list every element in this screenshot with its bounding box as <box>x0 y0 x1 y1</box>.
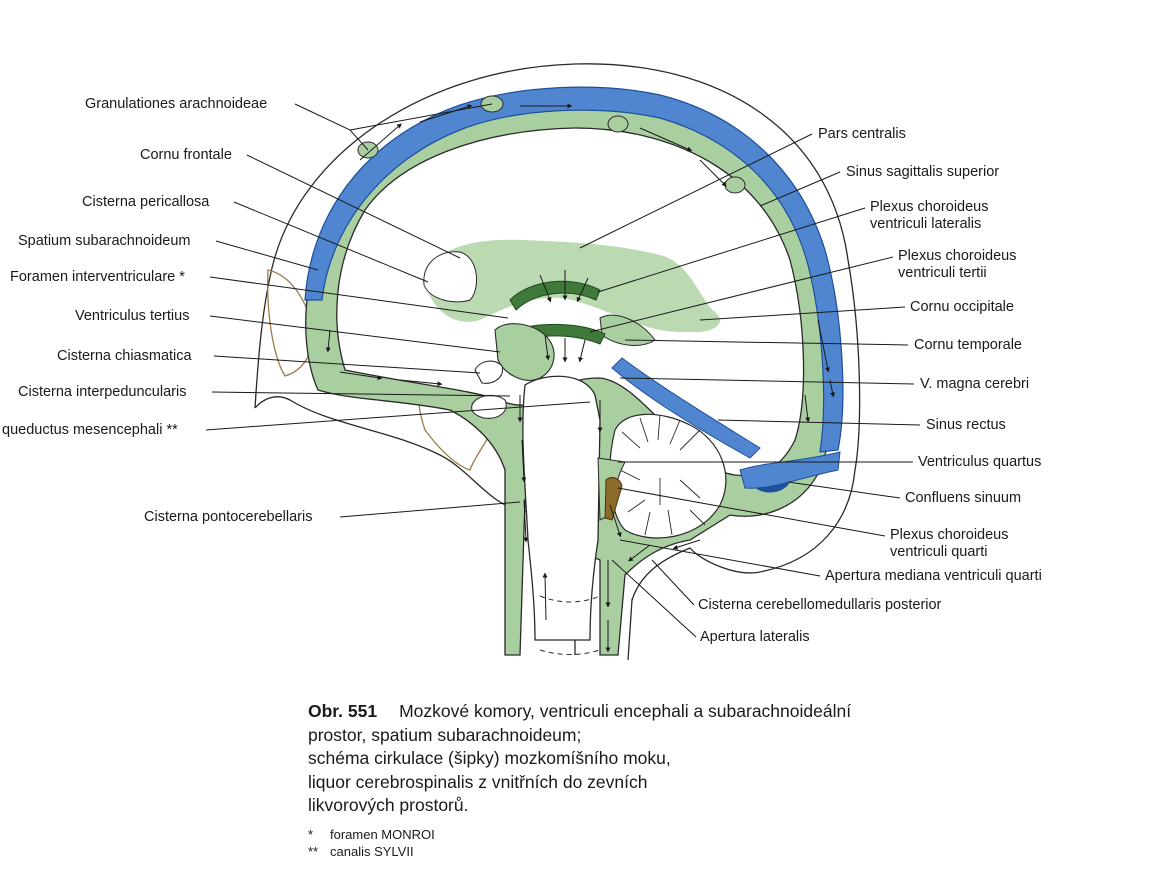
caption-text-1: Mozkové komory, ventriculi encephali a s… <box>399 701 852 721</box>
caption-line-3: schéma cirkulace (šipky) mozkomíšního mo… <box>308 748 671 768</box>
csf-circulation-diagram: Granulationes arachnoideae Cornu frontal… <box>2 63 1042 661</box>
label-plexus-quarti-2: ventriculi quarti <box>890 544 988 560</box>
footnote-mark-2: ** <box>308 844 319 859</box>
caption-line-4: liquor cerebrospinalis z vnitřních do ze… <box>308 771 648 792</box>
label-sinus-sagittalis-superior: Sinus sagittalis superior <box>846 164 999 180</box>
ventriculus-tertius <box>494 323 555 381</box>
label-aqueductus-mesencephali: queductus mesencephali ** <box>2 422 178 438</box>
pituitary <box>471 394 507 419</box>
label-cisterna-chiasmatica: Cisterna chiasmatica <box>57 348 193 364</box>
transverse-sinus <box>739 451 841 489</box>
spinal-dashed-upper <box>539 595 601 603</box>
brainstem <box>522 375 601 641</box>
plexus-choroideus-quarti <box>604 477 623 521</box>
cornu-frontale <box>423 251 478 303</box>
footnote-2: ** canalis SYLVII <box>308 843 435 860</box>
label-foramen-interventriculare: Foramen interventriculare * <box>10 269 185 285</box>
caption-number: Obr. 551 <box>308 701 378 721</box>
label-cornu-frontale: Cornu frontale <box>140 147 232 163</box>
labels-left: Granulationes arachnoideae Cornu frontal… <box>2 96 312 525</box>
label-cornu-occipitale: Cornu occipitale <box>910 299 1014 315</box>
label-v-magna-cerebri: V. magna cerebri <box>920 376 1029 392</box>
label-plexus-tertii-1: Plexus choroideus <box>898 248 1017 264</box>
leader-lines <box>205 103 921 638</box>
chiasmatic-notch <box>474 360 504 384</box>
footnote-text-1: foramen MONROI <box>330 827 435 842</box>
frontal-bone-outline <box>267 269 314 377</box>
label-confluens-sinuum: Confluens sinuum <box>905 490 1021 506</box>
label-plexus-tertii-2: ventriculi tertii <box>898 265 987 281</box>
label-ventriculus-quartus: Ventriculus quartus <box>918 454 1041 470</box>
label-cisterna-cerebellomedullaris: Cisterna cerebellomedullaris posterior <box>698 597 942 613</box>
label-granulationes: Granulationes arachnoideae <box>85 96 267 112</box>
label-cornu-temporale: Cornu temporale <box>914 337 1022 353</box>
labels-right: Pars centralis Sinus sagittalis superior… <box>698 126 1042 645</box>
footnote-text-2: canalis SYLVII <box>330 844 414 859</box>
label-cisterna-pericallosa: Cisterna pericallosa <box>82 194 210 210</box>
label-plexus-quarti-1: Plexus choroideus <box>890 527 1009 543</box>
caption-line-5: likvorových prostorů. <box>308 795 469 815</box>
label-cisterna-pontocerebellaris: Cisterna pontocerebellaris <box>144 509 312 525</box>
label-spatium-subarachnoideum: Spatium subarachnoideum <box>18 233 191 249</box>
footnotes: * foramen MONROI ** canalis SYLVII <box>308 826 435 860</box>
caption-line-1: Obr. 551 Mozkové komory, ventriculi encep… <box>308 700 1008 724</box>
label-apertura-mediana: Apertura mediana ventriculi quarti <box>825 568 1042 584</box>
label-sinus-rectus: Sinus rectus <box>926 417 1006 433</box>
sinus-rectus <box>611 357 761 459</box>
caption-line-2: prostor, spatium subarachnoideum; <box>308 724 582 745</box>
cornu-temporale <box>599 314 656 346</box>
label-plexus-lateralis-2: ventriculi lateralis <box>870 216 981 232</box>
label-ventriculus-tertius: Ventriculus tertius <box>75 308 189 324</box>
label-pars-centralis: Pars centralis <box>818 126 906 142</box>
label-apertura-lateralis: Apertura lateralis <box>700 629 810 645</box>
circulation-arrows <box>325 103 835 653</box>
plexus-choroideus-lateralis <box>509 280 601 311</box>
footnote-1: * foramen MONROI <box>308 826 435 843</box>
label-cisterna-interpeduncularis: Cisterna interpeduncularis <box>18 384 186 400</box>
footnote-mark-1: * <box>308 827 314 842</box>
figure-caption: Obr. 551 Mozkové komory, ventriculi encep… <box>308 700 1008 818</box>
spinal-dashed-lower <box>539 649 601 655</box>
sinus-sagittalis-superior <box>304 86 844 453</box>
label-plexus-lateralis-1: Plexus choroideus <box>870 199 989 215</box>
